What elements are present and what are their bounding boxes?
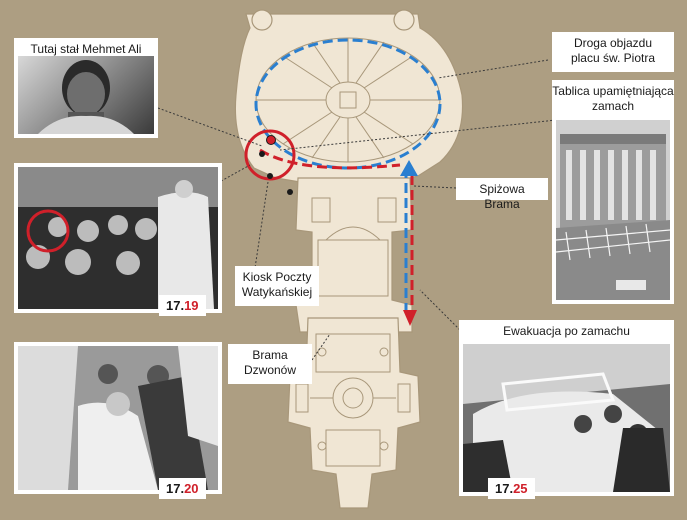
- bronze-gate-label-text: Spiżowa Brama: [479, 182, 525, 211]
- plaque-card: Tablica upamiętniająca zamach: [552, 80, 674, 304]
- time-minute: 25: [513, 481, 528, 496]
- basilica-facade-illustration: [556, 120, 670, 300]
- photo-1719: [14, 163, 222, 313]
- agca-highlight-circle: [26, 209, 70, 253]
- evacuation-label: Ewakuacja po zamachu: [503, 324, 630, 338]
- evacuation-photo: [463, 344, 670, 492]
- plaque-label-line1: Tablica upamiętniająca: [552, 84, 674, 98]
- time-minute: 20: [184, 481, 199, 496]
- portrait-illustration: [38, 60, 134, 134]
- piazza: [234, 9, 464, 509]
- time-hour: 17.: [495, 481, 514, 496]
- plaque-photo: [556, 120, 670, 300]
- time-minute: 19: [184, 298, 199, 313]
- kiosk-label-line2: Watykańskiej: [241, 285, 313, 299]
- route-label-line1: Droga objazdu: [573, 36, 653, 50]
- route-label: Droga objazdu placu św. Piotra: [552, 32, 674, 72]
- agca-position-marker: [244, 129, 296, 195]
- time-hour: 17.: [166, 481, 185, 496]
- bronze-gate-label: Spiżowa Brama: [456, 178, 548, 211]
- plaque-label-line2: zamach: [591, 99, 635, 113]
- route-path: [254, 38, 442, 326]
- time-badge-1720: 17.20: [159, 478, 206, 499]
- pope-shot-illustration: [18, 346, 218, 490]
- time-hour: 17.: [166, 298, 185, 313]
- photo-1720: [14, 342, 222, 494]
- route-label-line2: placu św. Piotra: [570, 51, 656, 65]
- bells-gate-label-line1: Brama: [252, 348, 288, 362]
- bells-gate-label-line2: Dzwonów: [243, 363, 297, 377]
- agca-photo: [14, 56, 158, 138]
- kiosk-label: Kiosk Poczty Watykańskiej: [235, 266, 319, 306]
- kiosk-label-line1: Kiosk Poczty: [242, 270, 312, 284]
- time-badge-1719: 17.19: [159, 295, 206, 316]
- crowd-illustration: [18, 167, 218, 309]
- jeep-illustration: [463, 344, 670, 492]
- time-badge-1725: 17.25: [488, 478, 535, 499]
- evacuation-card: Ewakuacja po zamachu: [459, 320, 674, 496]
- bells-gate-label: Brama Dzwonów: [228, 344, 312, 384]
- leader-lines: [157, 59, 557, 361]
